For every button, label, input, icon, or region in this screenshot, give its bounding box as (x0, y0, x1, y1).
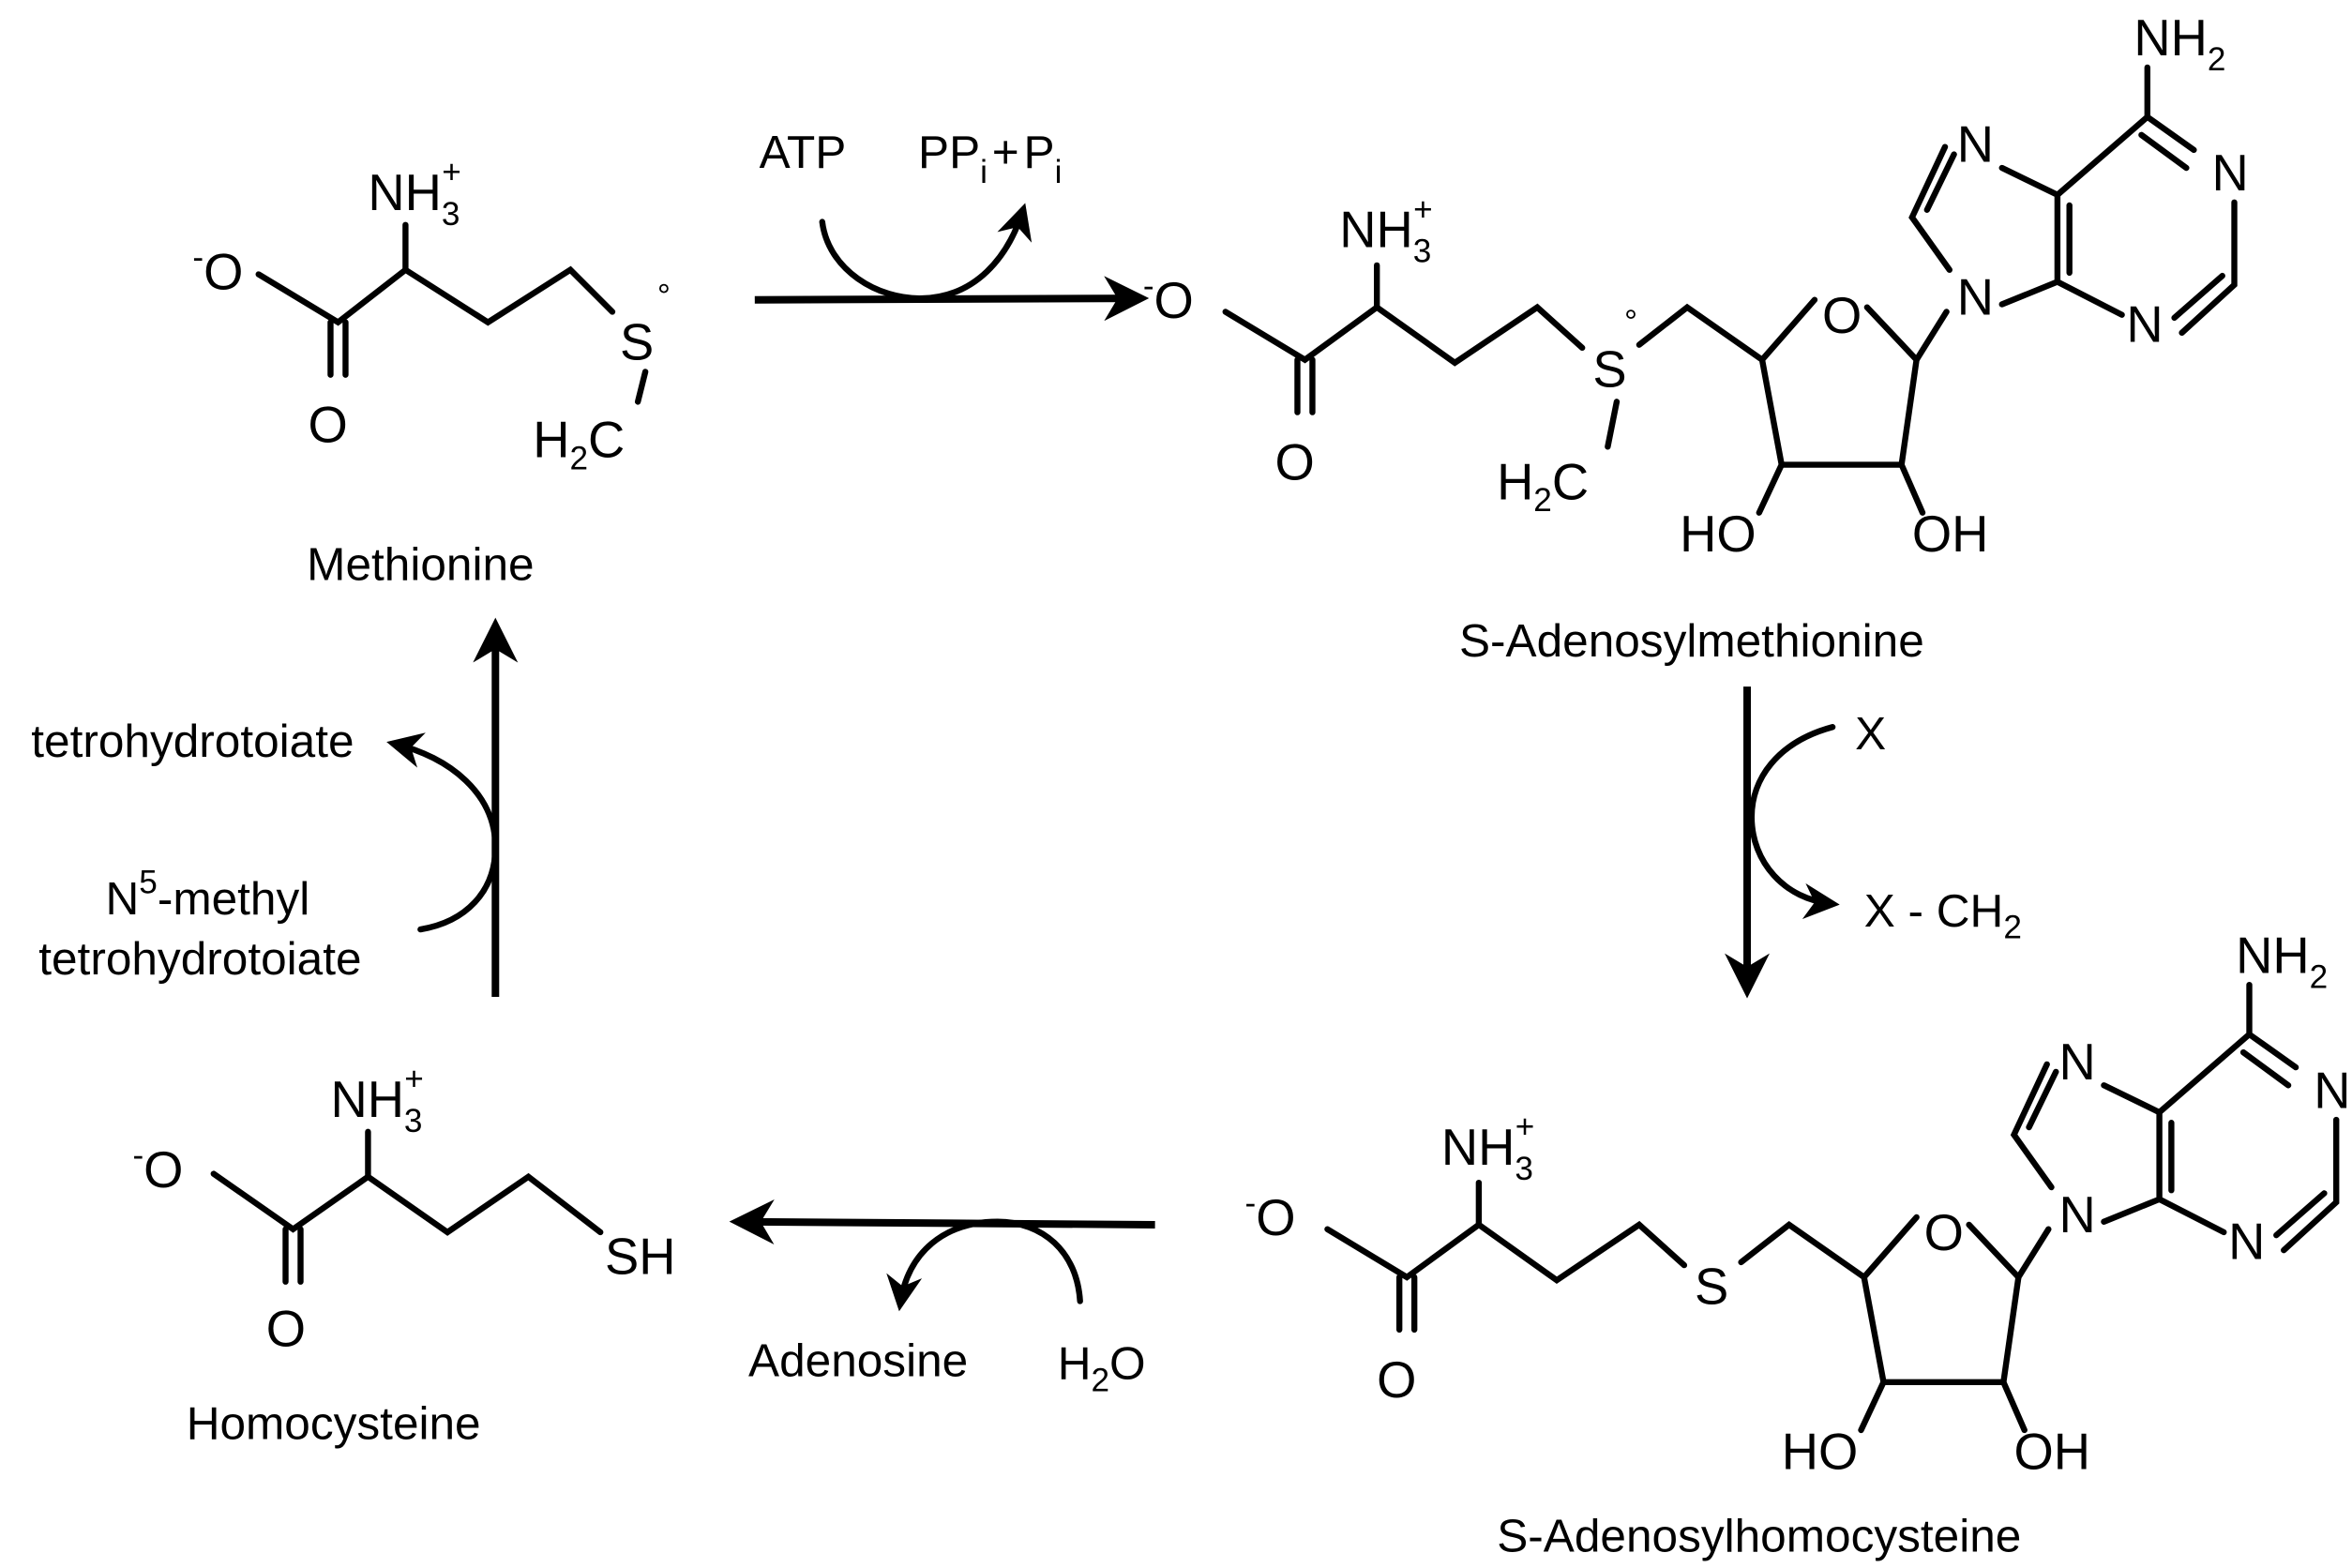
atom-label: N (2126, 295, 2163, 353)
atom-label: N (2314, 1062, 2350, 1119)
atom-label: N (2228, 1214, 2265, 1271)
atom-label: N (1957, 269, 1994, 326)
h2o-label: H2O (1058, 1337, 1146, 1399)
atom-label: SH (605, 1229, 675, 1286)
n5-methyl-label: N5-methyl (105, 865, 309, 925)
atom-label: OH (1912, 505, 1989, 563)
n5-methyl-tetrahydrofolate-label: tetrohydrotoiate (38, 932, 361, 985)
atom-label: N (2058, 1186, 2095, 1244)
atom-label: H2C (533, 412, 625, 477)
atom-label: NH2 (2133, 9, 2225, 78)
atom-label: NH3+ (1441, 1108, 1534, 1187)
methionine-structure: -O O NH3+ S ° H2C (192, 154, 671, 476)
reaction-arrow-hydrolysis: Adenosine H2O (729, 1199, 1155, 1399)
homocysteine-structure: -O O NH3+ SH (132, 1061, 675, 1357)
homocysteine-label: Homocysteine (187, 1397, 481, 1450)
charge-label: ° (1624, 304, 1637, 340)
atom-label: NH2 (2236, 927, 2328, 995)
atom-label: O (1924, 1204, 1964, 1261)
atom-label: O (1377, 1351, 1416, 1409)
atom-label: O (1274, 434, 1314, 491)
reaction-arrow-methyl-transfer: X X - CH2 (1725, 686, 2022, 999)
x-label: X (1855, 707, 1886, 760)
atom-label: N (2212, 144, 2249, 202)
atom-label: HO (1782, 1424, 1858, 1481)
atom-label: NH3+ (368, 154, 460, 233)
sah-structure: -O O NH3+ S O HO OH N N N N NH2 (1245, 927, 2351, 1480)
adenosine-label: Adenosine (748, 1334, 968, 1386)
atom-label: -O (132, 1138, 183, 1199)
atom-label: S (620, 314, 654, 371)
reaction-arrow-atp: ATP PPi+Pi (754, 126, 1150, 322)
atom-label: S (1695, 1259, 1728, 1316)
charge-label: ° (657, 279, 671, 315)
atom-label: O (1822, 287, 1862, 344)
tetrahydrofolate-label: tetrohydrotoiate (31, 715, 354, 767)
atom-label: NH3+ (330, 1061, 423, 1139)
atom-label: -O (192, 239, 243, 300)
atom-label: S (1592, 340, 1626, 398)
atom-label: NH3+ (1339, 191, 1432, 270)
methionine-label: Methionine (307, 538, 534, 591)
atom-label: -O (1143, 267, 1194, 328)
reaction-arrow-remethylation: tetrohydrotoiate N5-methyl tetrohydrotoi… (31, 617, 519, 997)
x-ch2-label: X - CH2 (1864, 884, 2022, 946)
atom-label: O (266, 1300, 306, 1357)
atom-label: N (2058, 1033, 2095, 1091)
atom-label: N (1957, 116, 1994, 173)
sah-label: S-Adenosylhomocysteine (1497, 1509, 2021, 1561)
atom-label: OH (2014, 1424, 2091, 1481)
ppi-pi-label: PPi+Pi (918, 126, 1062, 190)
atom-label: -O (1245, 1185, 1296, 1246)
atom-label: HO (1680, 505, 1756, 563)
sam-label: S-Adenosylmethionine (1459, 614, 1924, 667)
sam-structure: -O O NH3+ S ° H2C O HO OH N N N N NH2 (1143, 9, 2249, 563)
atp-label: ATP (760, 126, 847, 178)
atom-label: O (308, 397, 347, 454)
atom-label: H2C (1497, 453, 1589, 519)
